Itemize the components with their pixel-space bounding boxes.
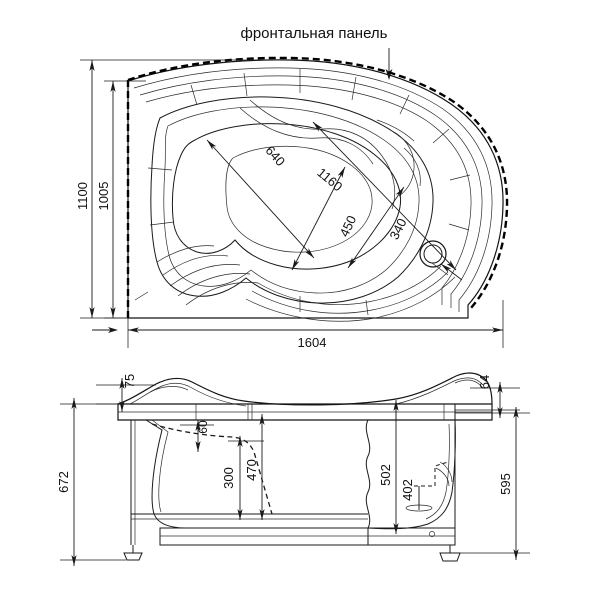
dimension-300: 300	[221, 436, 264, 520]
tick-11	[149, 221, 175, 226]
seat-dashed-outline	[414, 461, 449, 487]
dim-1005-label: 1005	[96, 182, 111, 211]
lower-sweep-3	[245, 276, 456, 322]
dim-60-label: 60	[196, 420, 210, 434]
dim-64-label: 64	[477, 375, 492, 389]
headrest-detail-right	[454, 379, 483, 388]
top-profile-inner-right	[395, 377, 484, 405]
inner-bowl-contour-2	[163, 106, 420, 294]
dimension-1100: 1100	[75, 59, 300, 319]
dim-1604-label: 1604	[298, 335, 327, 350]
bowl-wall-left-inner	[151, 419, 169, 513]
dim-75-label: 75	[122, 374, 137, 388]
dim-402-label: 402	[400, 479, 415, 501]
foot-left-base	[124, 553, 142, 560]
lower-sweep-2	[251, 271, 449, 314]
break-line-wavy	[366, 420, 369, 545]
tub-outer-rim	[127, 59, 504, 319]
tick-10	[147, 167, 173, 171]
dim-470-label: 470	[244, 459, 259, 481]
tick-2	[243, 72, 248, 97]
adjustable-foot-right	[440, 545, 460, 561]
dim-672-label: 672	[56, 471, 71, 493]
dimension-502: 502	[378, 400, 412, 534]
tub-top-profile	[117, 372, 493, 406]
tub-rim-slab	[117, 403, 493, 421]
dimension-402: 402	[400, 479, 420, 510]
tick-4	[351, 76, 357, 101]
front-panel-dashed-outline	[127, 56, 509, 310]
corner-seat-curve-3	[169, 264, 241, 287]
foot-right-base	[440, 553, 460, 561]
tick-12	[134, 291, 149, 301]
dim-595-label: 595	[498, 473, 513, 495]
rim-contour-1	[133, 67, 493, 312]
dim-1100-label: 1100	[75, 182, 90, 210]
dimension-595: 595	[455, 407, 530, 560]
right-wall-detail	[439, 461, 453, 483]
tick-5	[399, 94, 410, 115]
rim-contour-3	[145, 84, 472, 305]
dim-502-label: 502	[378, 464, 393, 486]
top-profile-inner-left	[129, 382, 247, 407]
bowl-wall-right-inner	[425, 423, 450, 520]
top-view-group: 640 1160 450 340 1100 1005	[75, 56, 509, 350]
drain-leader	[440, 263, 463, 281]
tick-1	[190, 84, 198, 106]
side-view-group: 75 64 672 60 300	[56, 372, 530, 566]
dimension-60: 60	[180, 420, 214, 452]
overflow-hole-marker	[429, 531, 435, 537]
dimension-672: 672	[56, 398, 126, 566]
right-wall-detail-2	[435, 467, 450, 487]
dimension-1604: 1604	[127, 300, 504, 350]
dim-300-label: 300	[221, 467, 236, 489]
dim-340-line	[347, 186, 405, 269]
tub-inner-bowl-outline	[151, 97, 433, 303]
headrest-detail-left	[149, 386, 189, 393]
adjustable-foot-left	[124, 545, 142, 560]
tick-14	[365, 299, 369, 316]
dimension-64: 64	[455, 375, 520, 418]
dim-450-line	[291, 166, 346, 271]
corner-seat-curve-5	[185, 282, 259, 306]
lower-sweep-1	[257, 265, 442, 305]
small-base-arrow	[108, 327, 118, 333]
dimension-1005: 1005	[96, 80, 146, 319]
bottom-slope-dashed	[151, 423, 273, 515]
dimension-470: 470	[244, 414, 276, 520]
rim-contour-2	[139, 75, 483, 308]
front-panel-label: фронтальная панель	[241, 25, 388, 42]
corner-seat-curve-4	[177, 273, 251, 297]
bowl-wall-left	[146, 420, 186, 528]
